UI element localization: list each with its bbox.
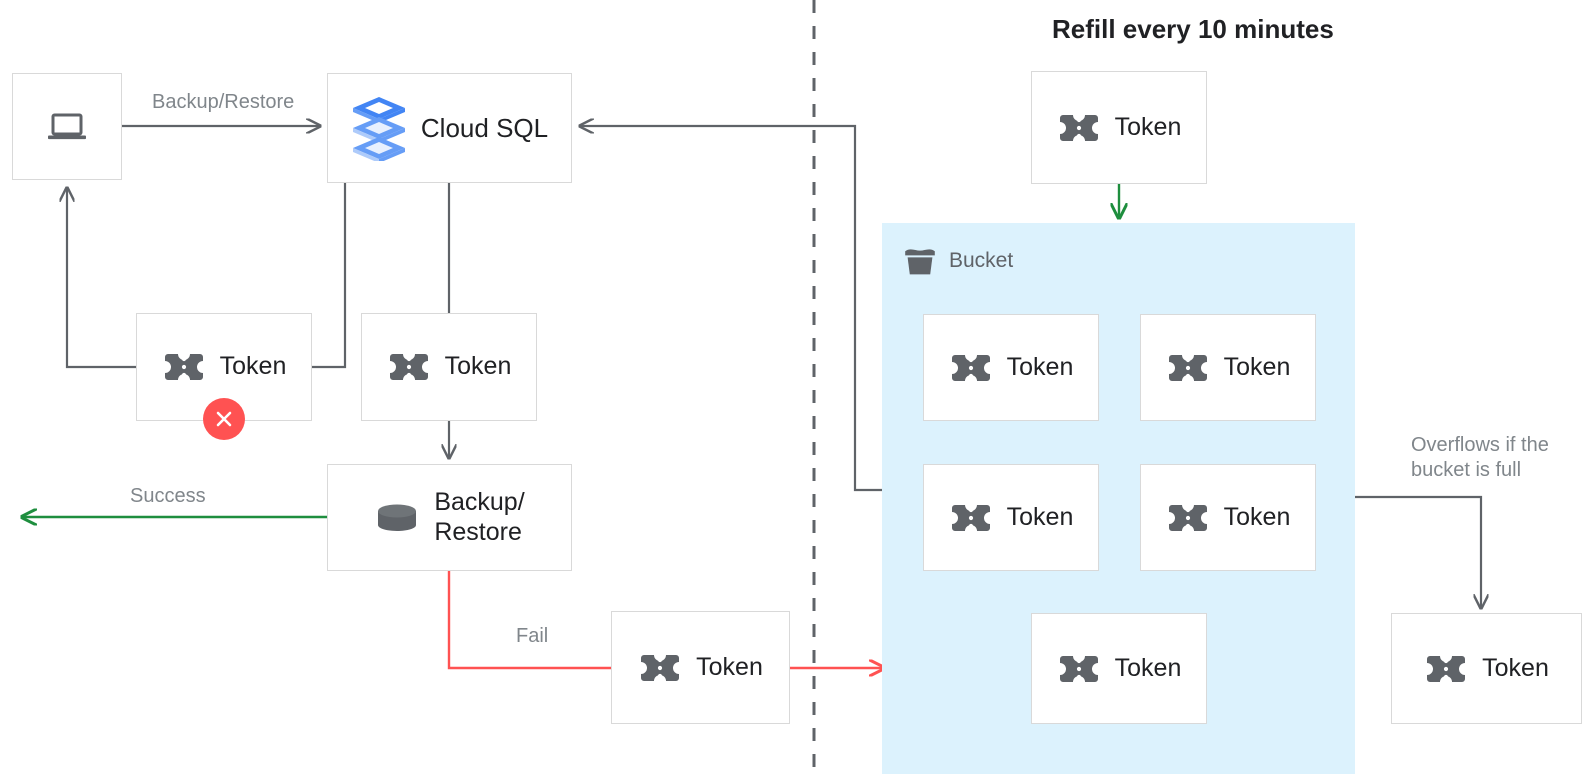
database-icon — [378, 504, 417, 531]
node-label-token-refill: Token — [1114, 112, 1182, 141]
node-bucket-token-2[interactable]: Token — [1140, 314, 1316, 421]
token-icon — [1059, 655, 1098, 682]
edge-bucket-overflow — [1355, 495, 1481, 608]
bucket-label: Bucket — [949, 249, 1014, 272]
edge-label-success: Success — [130, 485, 206, 507]
token-icon — [389, 354, 428, 380]
token-icon — [164, 354, 203, 380]
edge-backup-fail — [447, 571, 611, 670]
node-label-token-overflow: Token — [1482, 653, 1549, 682]
node-label-token-fail-left: Token — [219, 352, 287, 381]
node-bucket-token-1[interactable]: Token — [923, 314, 1099, 421]
node-label-token-sql: Token — [444, 352, 512, 381]
node-label-bucket-token-1: Token — [1006, 352, 1074, 381]
node-cloudsql[interactable]: Cloud SQL — [327, 73, 572, 183]
node-label-cloudsql: Cloud SQL — [420, 112, 549, 143]
edge-bucket-to-cloudsql — [580, 126, 882, 492]
node-token-sql[interactable]: Token — [361, 313, 537, 421]
token-icon — [1059, 114, 1098, 141]
node-backup[interactable]: Backup/ Restore — [327, 464, 572, 571]
status-badge-fail — [203, 398, 245, 440]
token-icon — [1168, 504, 1207, 531]
diagram-title: Refill every 10 minutes — [1052, 14, 1334, 44]
bucket-header: Bucket — [902, 245, 1013, 277]
node-bucket-token-3[interactable]: Token — [923, 464, 1099, 571]
node-label-token-fail: Token — [696, 652, 763, 681]
edge-label-backup-restore: Backup/Restore — [152, 91, 295, 113]
token-icon — [1168, 354, 1207, 381]
node-label-bucket-token-4: Token — [1223, 502, 1291, 531]
laptop-icon — [48, 113, 86, 139]
node-client[interactable] — [12, 73, 122, 180]
node-bucket-token-5[interactable]: Token — [1031, 613, 1207, 724]
token-icon — [641, 654, 680, 681]
edge-label-overflow: Overflows if the bucket is full — [1411, 434, 1549, 481]
node-label-bucket-token-5: Token — [1114, 653, 1182, 682]
node-token-fail[interactable]: Token — [611, 611, 790, 724]
token-icon — [951, 354, 990, 381]
edge-token-left-to-client — [67, 188, 136, 369]
cloud-sql-icon — [352, 97, 405, 161]
node-label-bucket-token-3: Token — [1006, 502, 1074, 531]
token-icon — [951, 504, 990, 531]
node-token-refill[interactable]: Token — [1031, 71, 1207, 184]
close-icon — [216, 411, 232, 427]
token-icon — [1427, 655, 1466, 682]
edge-cloudsql-to-token-left — [312, 183, 347, 369]
node-bucket-token-4[interactable]: Token — [1140, 464, 1316, 571]
edge-label-fail: Fail — [516, 625, 549, 647]
node-label-backup: Backup/ Restore — [434, 488, 525, 546]
bucket-icon — [905, 249, 935, 275]
node-label-bucket-token-2: Token — [1223, 352, 1291, 381]
node-token-overflow[interactable]: Token — [1391, 613, 1582, 724]
